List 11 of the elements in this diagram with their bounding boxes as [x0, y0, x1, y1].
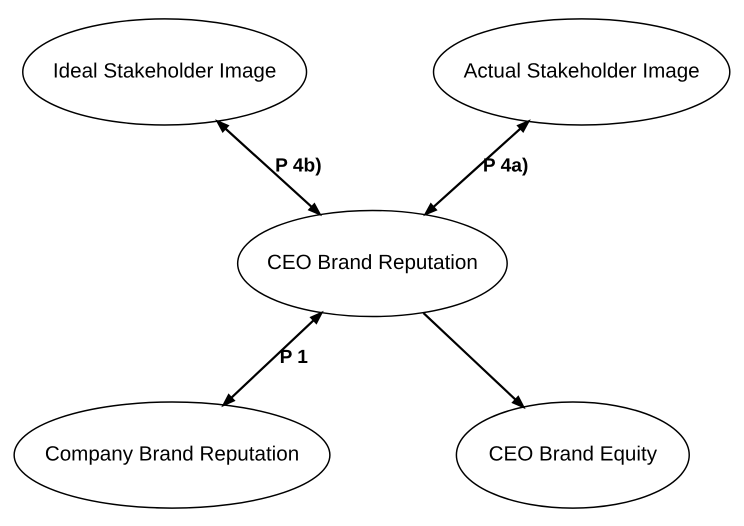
arrow — [221, 310, 324, 407]
node-ellipse: Company Brand Reputation — [13, 400, 331, 508]
arrow — [215, 118, 322, 216]
edge-label: P 4b) — [275, 154, 322, 176]
node-ellipse: Ideal Stakeholder Image — [22, 18, 308, 126]
node-ellipse: CEO Brand Reputation — [236, 209, 508, 317]
arrow — [423, 118, 531, 216]
arrow — [422, 312, 526, 409]
edge-label: P 1 — [280, 346, 308, 368]
node-ellipse: CEO Brand Equity — [456, 400, 690, 508]
node-ellipse: Actual Stakeholder Image — [432, 18, 731, 126]
